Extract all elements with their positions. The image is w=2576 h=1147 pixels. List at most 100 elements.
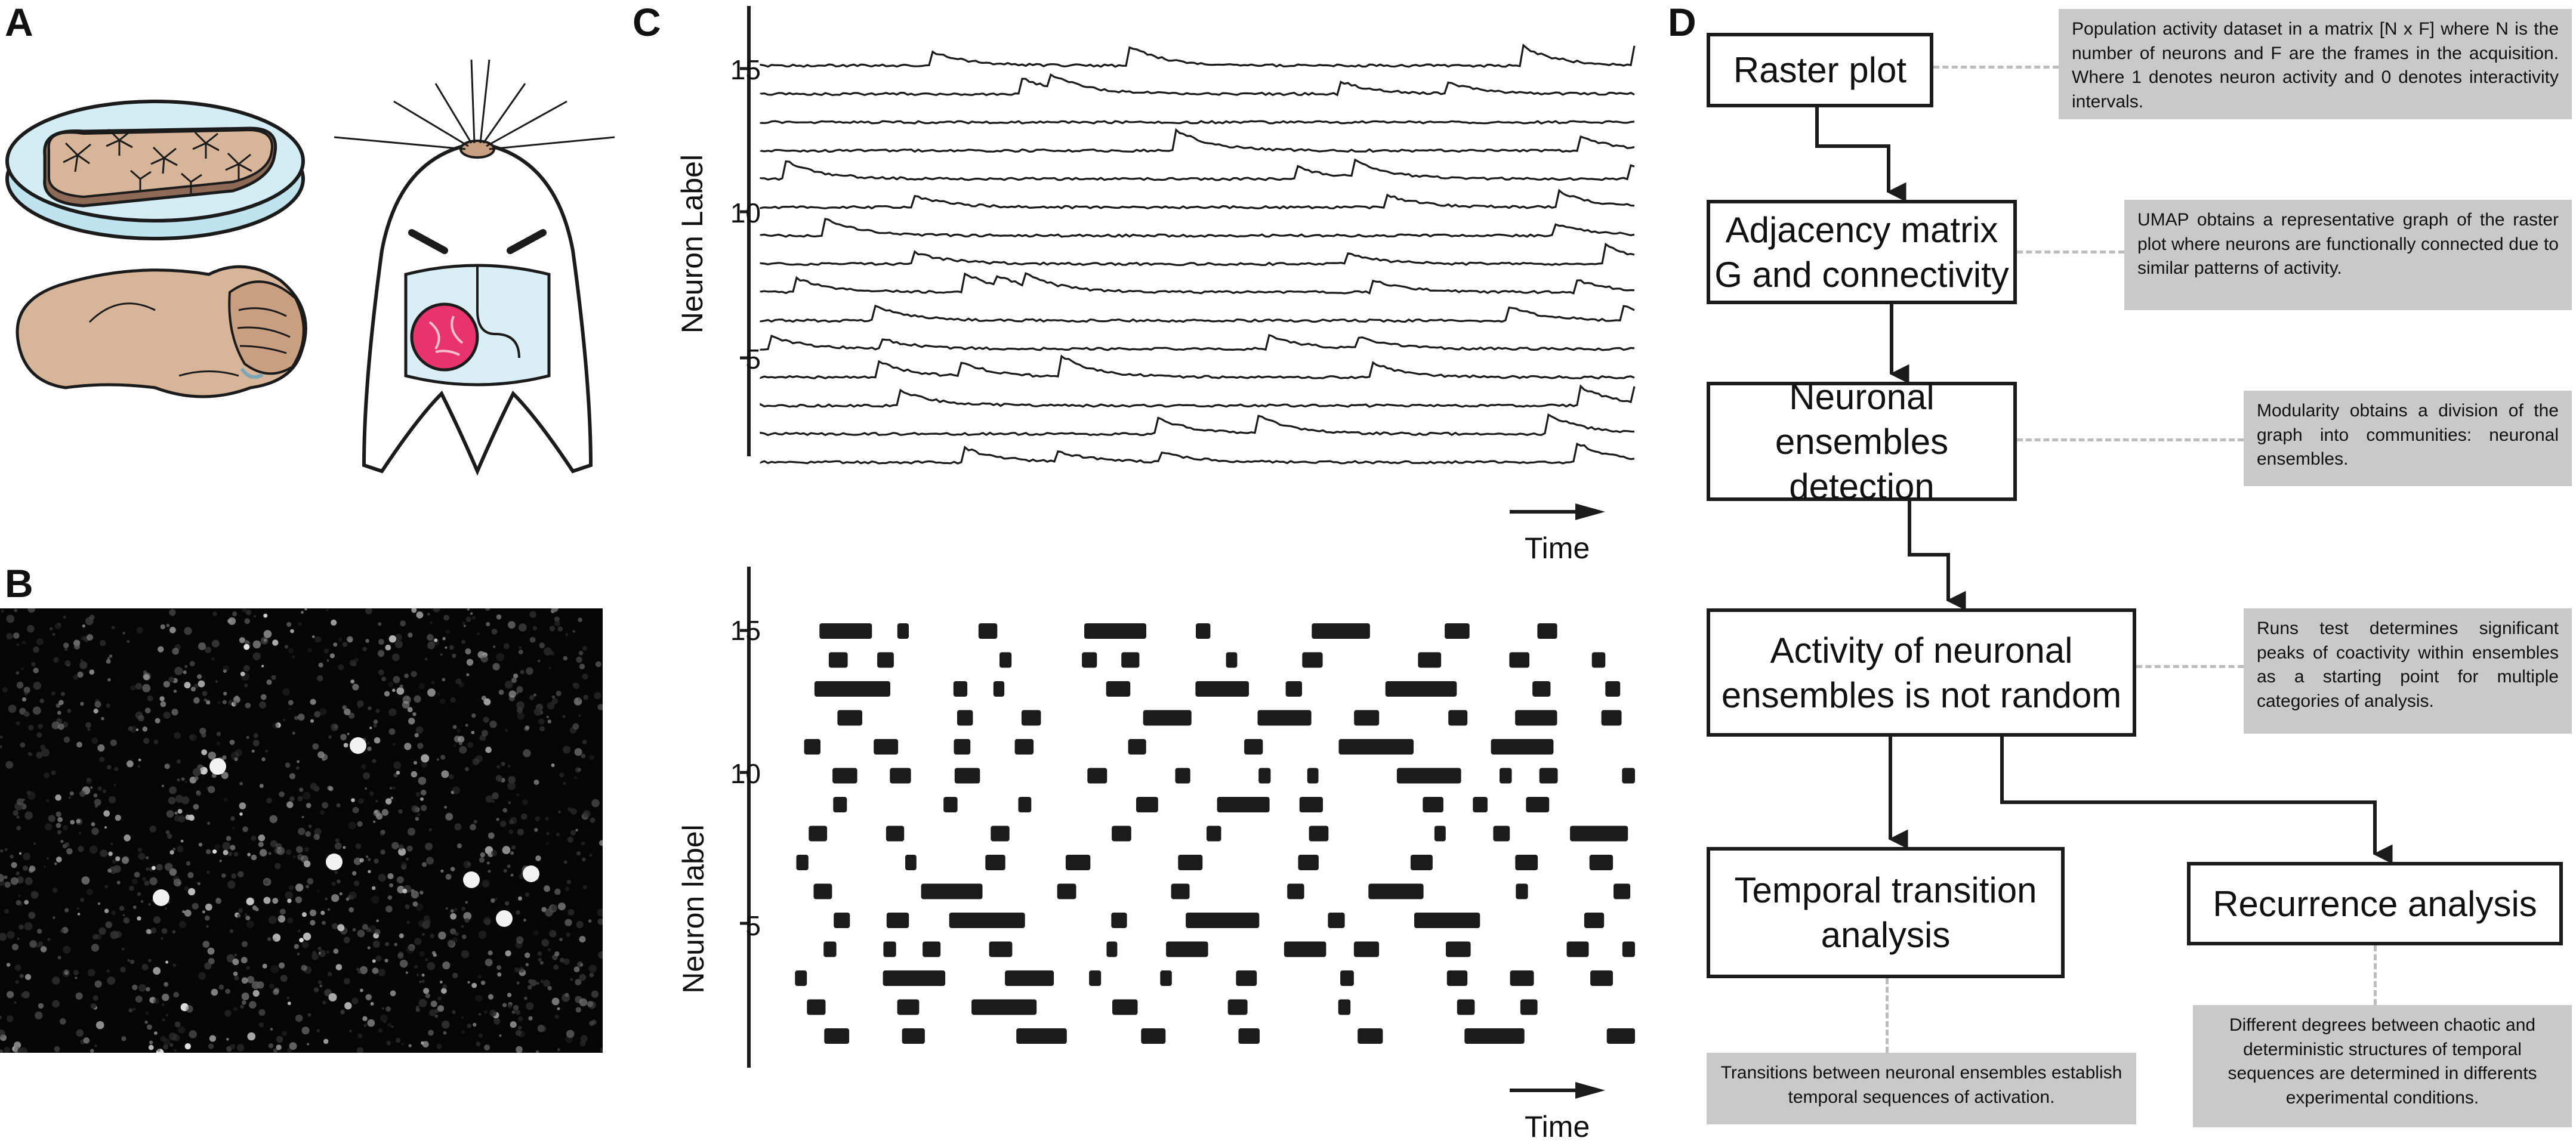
raster-event (1238, 1028, 1260, 1044)
raster-event (819, 623, 872, 639)
cell-speck (516, 1046, 523, 1053)
bright-cell (463, 871, 480, 888)
cell-speck (508, 820, 514, 825)
cell-speck (425, 842, 433, 851)
cell-speck (390, 990, 396, 997)
raster-event (1178, 855, 1203, 870)
cell-speck (189, 1030, 198, 1038)
cell-speck (121, 947, 125, 951)
box-raster-plot: Raster plot (1707, 33, 1933, 107)
cell-speck (339, 892, 343, 896)
cell-speck (64, 660, 71, 666)
cell-speck (484, 919, 491, 926)
cell-speck (69, 791, 74, 796)
cell-speck (82, 624, 85, 628)
cell-speck (53, 657, 59, 663)
cell-speck (78, 846, 84, 852)
cell-speck (178, 1026, 186, 1034)
cell-speck (169, 786, 177, 794)
cell-speck (107, 678, 111, 682)
cell-speck (566, 932, 570, 937)
cell-speck (262, 963, 267, 969)
cell-speck (68, 796, 71, 799)
cell-speck (372, 959, 376, 963)
cell-speck (366, 741, 370, 745)
cell-speck (416, 611, 424, 619)
raster-event (1500, 768, 1512, 784)
cell-speck (399, 684, 403, 688)
cell-speck (149, 1040, 153, 1044)
calcium-trace (760, 442, 1635, 465)
cell-speck (288, 700, 294, 706)
cell-speck (192, 902, 199, 910)
cell-speck (129, 959, 135, 964)
cell-speck (408, 944, 415, 951)
cell-speck (538, 957, 542, 962)
cell-speck (196, 791, 202, 797)
cell-speck (342, 705, 347, 710)
cell-speck (85, 617, 94, 626)
cell-speck (427, 633, 434, 641)
cell-speck (433, 953, 437, 957)
cell-speck (39, 698, 44, 703)
cell-speck (317, 890, 320, 893)
cell-speck (196, 881, 199, 885)
cell-speck (169, 1043, 174, 1047)
connector-note-3 (2017, 438, 2244, 441)
cell-speck (510, 851, 514, 855)
cell-speck (189, 734, 197, 741)
cell-speck (307, 648, 313, 653)
cell-speck (113, 783, 116, 786)
cell-speck (100, 640, 106, 647)
cell-speck (514, 967, 520, 973)
cell-speck (351, 997, 359, 1004)
cell-speck (461, 639, 466, 644)
cell-speck (162, 993, 169, 1001)
cell-speck (174, 732, 181, 739)
cell-speck (416, 726, 424, 734)
cell-speck (488, 994, 494, 1000)
cell-speck (230, 816, 235, 821)
cell-speck (206, 925, 209, 928)
cell-speck (246, 966, 250, 970)
cell-speck (366, 855, 369, 858)
cell-speck (378, 969, 385, 976)
cell-speck (510, 1021, 517, 1028)
cell-speck (80, 659, 83, 662)
cell-speck (142, 684, 151, 692)
cell-speck (198, 642, 206, 650)
raster-event (1591, 652, 1606, 668)
cell-speck (314, 836, 317, 840)
cell-speck (442, 678, 446, 682)
cell-speck (365, 787, 368, 790)
panel-label-d: D (1668, 0, 1696, 44)
cell-speck (461, 1016, 464, 1019)
cell-speck (286, 622, 292, 627)
cell-speck (380, 833, 383, 836)
cell-speck (507, 993, 512, 997)
cell-speck (240, 672, 245, 676)
cell-speck (87, 728, 91, 731)
cell-speck (519, 874, 525, 879)
cell-speck (507, 864, 511, 868)
cell-speck (148, 902, 151, 906)
cell-speck (334, 871, 338, 874)
cell-speck (70, 820, 75, 825)
cell-speck (513, 1004, 519, 1011)
cell-speck (253, 733, 258, 738)
cell-speck (235, 749, 243, 756)
cell-speck (445, 629, 451, 634)
cell-speck (408, 718, 415, 725)
traces-time-label: Time (1525, 531, 1590, 565)
panel-label-a: A (5, 0, 33, 44)
cell-speck (36, 752, 43, 759)
cell-speck (135, 995, 143, 1003)
cell-speck (123, 917, 130, 924)
cell-speck (0, 1029, 5, 1038)
cell-speck (416, 973, 419, 976)
bright-cell (350, 737, 366, 754)
cell-speck (542, 979, 550, 987)
cell-speck (298, 622, 302, 626)
cell-speck (198, 842, 203, 847)
cell-speck (580, 1035, 588, 1043)
